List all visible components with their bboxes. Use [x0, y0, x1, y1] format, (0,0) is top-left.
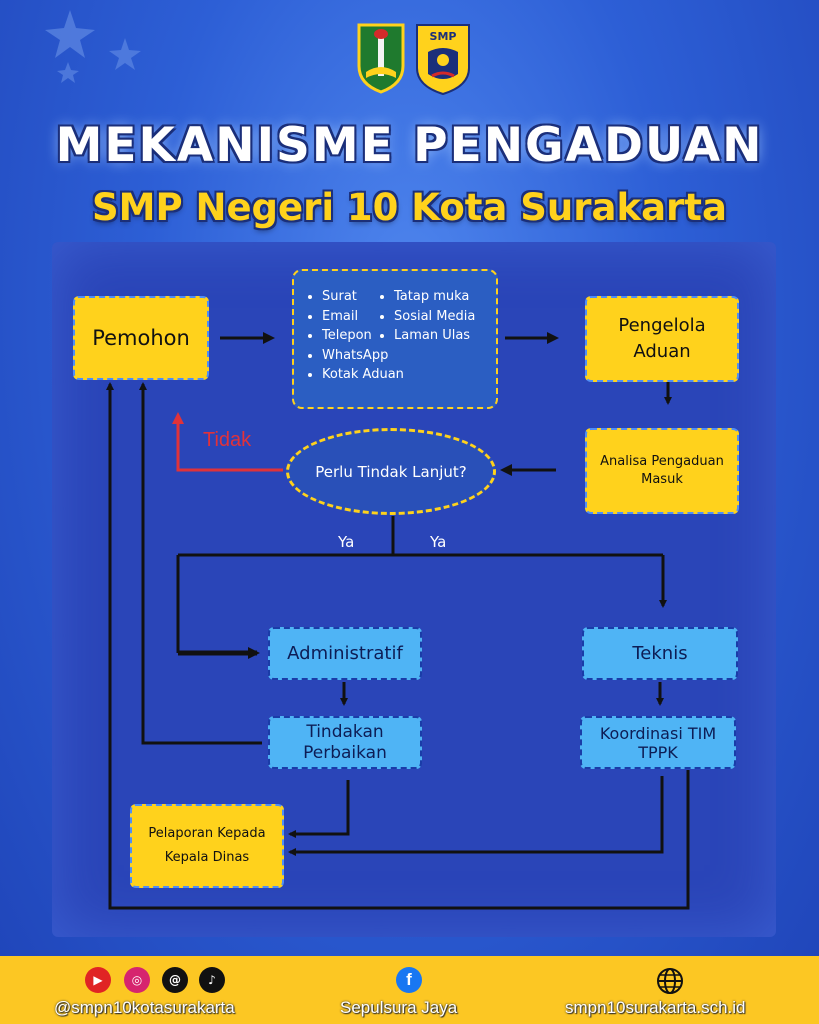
youtube-icon[interactable]: ▶: [85, 967, 111, 993]
channel-item: Telepon: [322, 326, 404, 346]
node-decision: Perlu Tindak Lanjut?: [286, 428, 496, 515]
node-koordinasi-tim-tppk: Koordinasi TIM TPPK: [580, 716, 736, 769]
star-decoration-icon: [45, 10, 141, 83]
node-pengelola-aduan: Pengelola Aduan: [585, 296, 739, 382]
social-handle-link[interactable]: @smpn10kotasurakarta: [54, 998, 235, 1017]
svg-text:SMP: SMP: [430, 30, 457, 43]
channel-item: Tatap muka: [394, 287, 475, 307]
channels-left-list: Surat Email Telepon WhatsApp Kotak Aduan: [304, 287, 404, 385]
node-teknis: Teknis: [582, 627, 738, 680]
website-link[interactable]: smpn10surakarta.sch.id: [565, 998, 746, 1017]
page-title: MEKANISME PENGADUAN: [55, 118, 764, 173]
channel-item: Kotak Aduan: [322, 365, 404, 385]
channel-item: Laman Ulas: [394, 326, 475, 346]
label-ya-left: Ya: [338, 533, 355, 551]
node-administratif: Administratif: [268, 627, 422, 680]
channel-item: WhatsApp: [322, 346, 404, 366]
label-ya-right: Ya: [430, 533, 447, 551]
page-subtitle: SMP Negeri 10 Kota Surakarta: [92, 186, 727, 229]
globe-icon[interactable]: [655, 966, 685, 996]
instagram-icon[interactable]: ◎: [124, 967, 150, 993]
node-pemohon: Pemohon: [73, 296, 209, 380]
facebook-icon[interactable]: f: [396, 967, 422, 993]
label-tidak: Tidak: [203, 429, 252, 451]
node-tindakan-perbaikan: Tindakan Perbaikan: [268, 716, 422, 769]
facebook-link[interactable]: Sepulsura Jaya: [340, 998, 458, 1017]
node-complaint-channels: Surat Email Telepon WhatsApp Kotak Aduan…: [292, 269, 498, 409]
tiktok-icon[interactable]: ♪: [199, 967, 225, 993]
city-emblem-logo: [357, 23, 405, 94]
channel-item: Sosial Media: [394, 307, 475, 327]
channel-item: Email: [322, 307, 404, 327]
smp-logo: SMP: [416, 24, 470, 96]
threads-icon[interactable]: @: [162, 967, 188, 993]
node-analisa-pengaduan: Analisa Pengaduan Masuk: [585, 428, 739, 514]
channel-item: Surat: [322, 287, 404, 307]
node-pelaporan: Pelaporan Kepada Kepala Dinas: [130, 804, 284, 888]
channels-right-list: Tatap muka Sosial Media Laman Ulas: [376, 287, 475, 346]
